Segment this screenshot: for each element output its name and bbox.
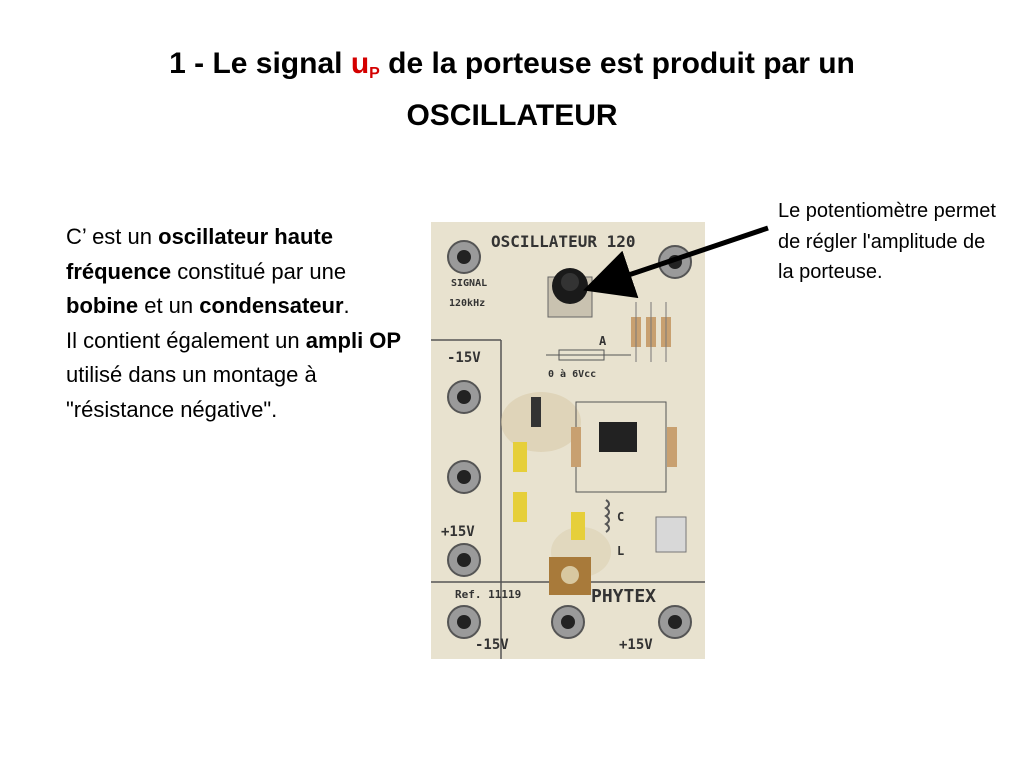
jack-bottom-ground	[551, 605, 585, 639]
resistor-array	[631, 302, 671, 362]
slide-title: 1 - Le signal uP de la porteuse est prod…	[0, 44, 1024, 136]
resistor-right	[667, 427, 677, 467]
desc-text-2: constitué par une	[171, 258, 347, 284]
desc-text-5: Il contient également un	[66, 327, 306, 353]
coil-symbol	[604, 499, 610, 533]
title-prefix: 1 - Le signal	[169, 47, 351, 80]
jack-bottom-minus	[447, 605, 481, 639]
board-ref-label: Ref. 11119	[455, 588, 522, 601]
board-minus15-label: -15V	[447, 350, 481, 366]
capacitor-yellow-1	[513, 442, 527, 472]
jack-bottom-plus	[658, 605, 692, 639]
opamp-chip	[599, 422, 637, 452]
desc-bold-oscillator: oscillateur haute fréquence	[66, 224, 333, 284]
board-title: OSCILLATEUR 120	[491, 232, 636, 251]
potentiometer-annotation: Le potentiomètre permet de régler l'ampl…	[778, 200, 996, 283]
jack-ground-top	[658, 245, 692, 279]
board-brand-label: PHYTEX	[591, 586, 657, 607]
desc-text-3: et un	[138, 293, 200, 318]
title-suffix: de la porteuse est produit par un	[379, 47, 855, 80]
title-u-subscript: P	[369, 65, 380, 82]
variable-capacitor	[655, 516, 687, 553]
board-range-label: 0 à 6Vcc	[548, 369, 597, 380]
board-signal-label: SIGNAL	[451, 278, 488, 289]
oscillator-board-photo: OSCILLATEUR 120 SIGNAL 120kHz -15V +15V …	[431, 222, 705, 659]
jack-ground-mid	[447, 460, 481, 494]
desc-text-6: utilisé dans un montage à "résistance né…	[66, 362, 317, 422]
title-u: u	[350, 47, 370, 80]
board-cap-label: C	[617, 510, 625, 524]
jack-signal	[447, 240, 481, 274]
desc-text-4: .	[343, 293, 350, 318]
desc-bold-coil: bobine	[66, 293, 139, 318]
potentiometer-knob	[547, 268, 593, 318]
desc-bold-opamp: ampli OP	[305, 327, 402, 353]
board-pot-label: A	[599, 334, 607, 348]
capacitor-yellow-2	[513, 492, 527, 522]
board-plus15-label: +15V	[441, 524, 475, 540]
board-freq-label: 120kHz	[449, 298, 486, 309]
jack-plus15	[447, 543, 481, 577]
board-bottom-plus-label: +15V	[619, 637, 653, 653]
resistor-left	[571, 427, 581, 467]
board-coil-label: L	[617, 544, 625, 558]
title-u-symbol: uP	[350, 47, 380, 82]
jack-minus15	[447, 380, 481, 414]
board-bottom-minus-label: -15V	[475, 637, 509, 653]
title-line2: OSCILLATEUR	[406, 99, 618, 132]
desc-bold-capacitor: condensateur	[199, 293, 344, 318]
desc-text-1: C’ est un	[66, 224, 159, 249]
diode	[531, 397, 541, 427]
description-text: C’ est un oscillateur haute fréquence co…	[66, 220, 416, 427]
capacitor-yellow-3	[571, 512, 585, 540]
